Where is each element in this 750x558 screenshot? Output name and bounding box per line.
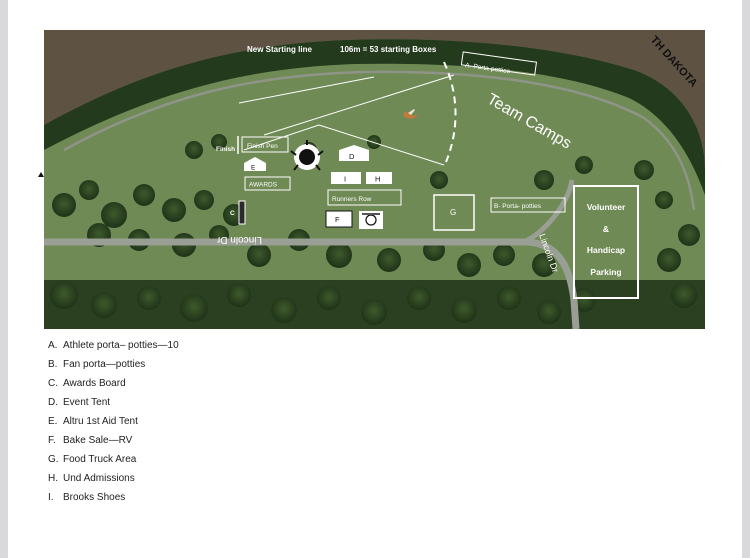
parking-label-4: Parking [590,267,621,277]
riverbank-path [63,70,696,211]
bake-sale-f-box [325,210,353,228]
legend-item: F. Bake Sale—RV [48,431,179,450]
parking-label-3: Handicap [587,245,625,255]
legend-text: Athlete porta– potties—10 [63,340,179,351]
legend-text: Food Truck Area [63,454,137,465]
arrow-marker-icon [38,172,44,177]
marker-h: H [375,175,380,184]
food-truck-g-box [433,194,475,231]
map-legend: A. Athlete porta– potties—10 B. Fan porta—… [48,336,179,507]
starting-line-label: New Starting line [247,45,312,54]
legend-text: Altru 1st Aid Tent [63,416,138,427]
page: New Starting line 106m = 53 starting Box… [8,0,742,558]
marker-d: D [349,152,355,161]
legend-letter: D. [48,397,58,408]
marker-f: F [335,215,340,224]
legend-letter: B. [48,359,58,370]
legend-letter: A. [48,340,58,351]
legend-item: G. Food Truck Area [48,450,179,469]
porta-b-label: B- Porta- potties [494,203,542,210]
legend-letter: G. [48,454,59,465]
legend-text: Awards Board [63,378,126,389]
parking-box [573,185,639,299]
course-line-lower [318,124,445,166]
legend-item: B. Fan porta—potties [48,355,179,374]
event-tent-d-icon [339,145,369,161]
und-h-box [366,172,392,184]
lincoln-dr-road-east [522,179,575,245]
legend-item: A. Athlete porta– potties—10 [48,336,179,355]
marker-i: I [344,175,346,184]
marker-e: E [251,165,256,172]
brooks-i-box [331,172,361,184]
legend-item: I. Brooks Shoes [48,488,179,507]
runners-row-label: Runners Row [332,196,372,203]
porta-a-box [460,51,538,76]
starting-boxes-line [443,61,457,163]
marker-c: C [230,210,235,217]
legend-letter: F. [48,435,56,446]
legend-text: Event Tent [63,397,111,408]
starting-line [238,76,375,104]
legend-text: Fan porta—potties [63,359,146,370]
awards-board-c [238,200,246,225]
runners-row-box [327,189,402,206]
aid-tent-e-icon [244,157,266,171]
porta-b-box [490,197,566,213]
finish-pen-box [241,136,289,153]
lincoln-dr-label-left: Lincoln Dr [216,234,262,245]
legend-letter: I. [48,492,54,503]
marker-g: G [450,208,456,217]
parking-label-2: & [603,224,609,234]
legend-letter: E. [48,416,58,427]
legend-item: D. Event Tent [48,393,179,412]
course-line-upper [263,74,455,136]
sponsor-logo-icon [290,140,324,171]
legend-letter: H. [48,473,58,484]
finish-pen-label: Finish Pen [247,143,278,150]
riverbank-trees [44,39,705,195]
legend-letter: C. [48,378,58,389]
awards-label: AWARDS [249,182,278,189]
sponsor-badge-icon [359,211,383,229]
finish-label: Finish [216,146,235,153]
parking-label-1: Volunteer [587,202,626,212]
tree-canopy [50,134,700,325]
airplane-icon [404,109,419,119]
awards-box [244,176,291,191]
legend-text: Bake Sale—RV [63,435,133,446]
starting-boxes-label: 106m = 53 starting Boxes [340,45,437,54]
legend-item: C. Awards Board [48,374,179,393]
legend-text: Brooks Shoes [63,492,126,503]
race-site-map: New Starting line 106m = 53 starting Box… [44,30,705,329]
legend-item: H. Und Admissions [48,469,179,488]
legend-text: Und Admissions [63,473,135,484]
legend-item: E. Altru 1st Aid Tent [48,412,179,431]
